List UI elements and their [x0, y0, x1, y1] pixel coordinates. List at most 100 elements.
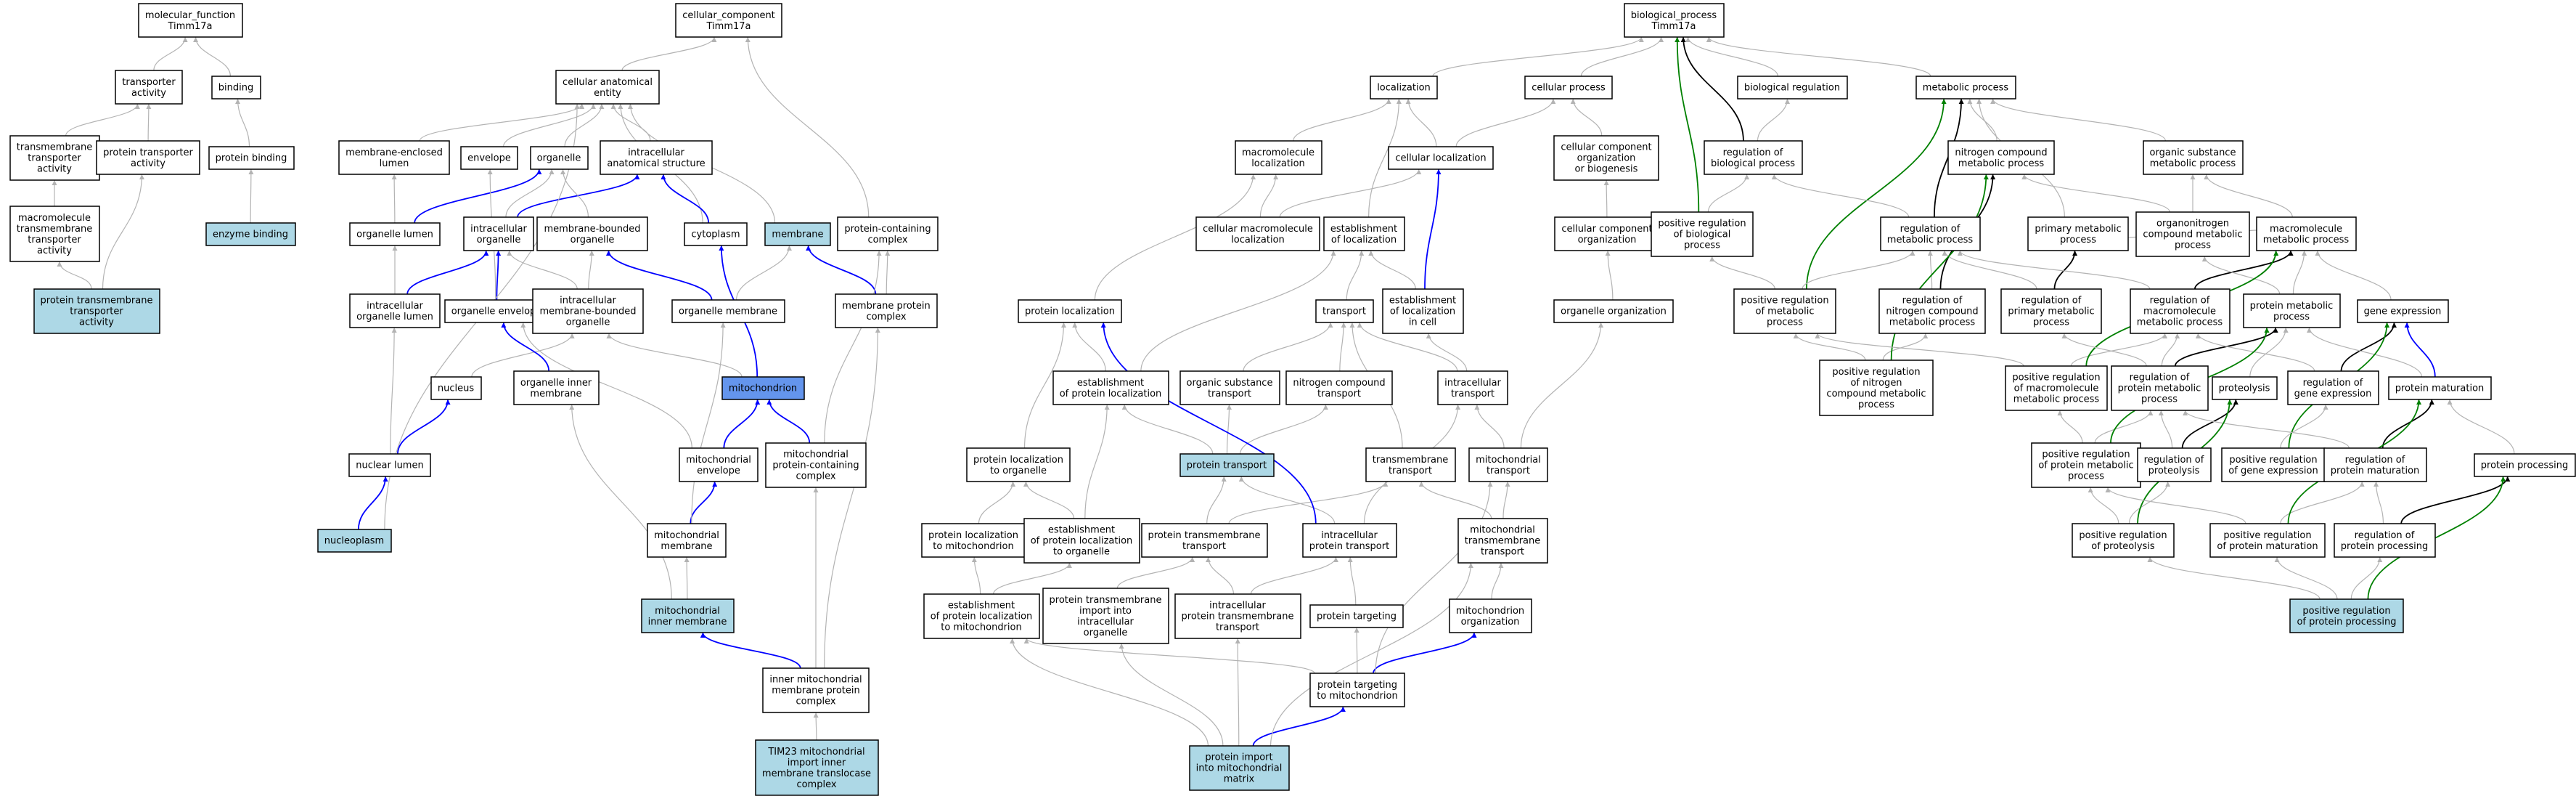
go-term-node[interactable]: mitochondrion	[721, 376, 805, 400]
go-term-node[interactable]: protein binding	[208, 146, 295, 170]
go-term-node[interactable]: transport	[1315, 299, 1374, 323]
go-term-node[interactable]: organelle envelope	[444, 299, 549, 323]
go-term-node[interactable]: organelle lumen	[349, 222, 441, 246]
go-term-node[interactable]: cytoplasm	[684, 222, 748, 246]
go-term-node[interactable]: organelle organization	[1553, 299, 1674, 323]
go-term-node[interactable]: protein targeting	[1309, 604, 1404, 628]
go-term-node[interactable]: envelope	[460, 146, 518, 170]
go-term-node[interactable]: protein localization	[1018, 299, 1122, 323]
go-term-node[interactable]: membrane	[764, 222, 831, 246]
go-term-node[interactable]: protein maturation	[2388, 376, 2492, 400]
go-term-node[interactable]: nuclear lumen	[348, 453, 431, 477]
go-term-node[interactable]: cellular process	[1524, 76, 1613, 99]
go-term-node[interactable]: protein processing	[2474, 453, 2576, 477]
go-term-node[interactable]: protein transport	[1179, 453, 1275, 477]
go-term-node[interactable]: organelle membrane	[671, 299, 785, 323]
go-term-node[interactable]: proteolysis	[2212, 376, 2278, 400]
go-term-node[interactable]: cellular localization	[1388, 146, 1494, 170]
go-term-node[interactable]: macromoleculetransmembranetransporteract…	[9, 206, 100, 262]
go-term-node[interactable]: nucleus	[430, 376, 482, 400]
go-term-node[interactable]: enzyme binding	[205, 222, 296, 246]
go-term-node[interactable]: gene expression	[2357, 299, 2449, 323]
go-term-node[interactable]: binding	[211, 76, 261, 99]
go-term-node[interactable]: metabolic process	[1915, 76, 2016, 99]
go-term-node[interactable]: localization	[1370, 76, 1438, 99]
go-term-node[interactable]: biological regulation	[1737, 76, 1848, 99]
go-term-node[interactable]: nucleoplasm	[317, 529, 392, 553]
go-term-node[interactable]: organelle	[530, 146, 589, 170]
